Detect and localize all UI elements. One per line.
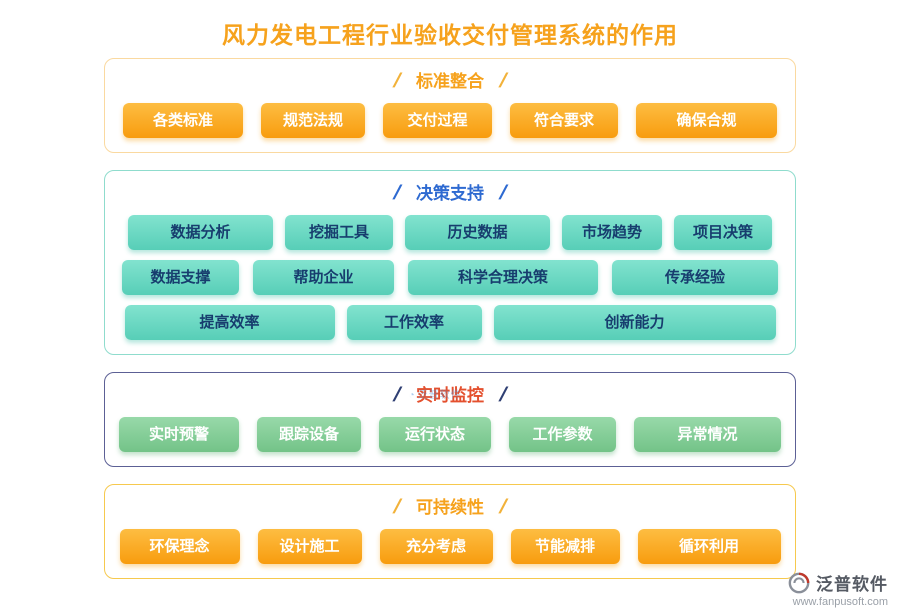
decision-chip[interactable]: 市场趋势 <box>562 215 662 250</box>
section-monitor: 泛普软件 /实时监控/ 实时预警 跟踪设备 运行状态 工作参数 异常情况 <box>104 372 796 467</box>
fanpu-logo-icon <box>788 572 810 593</box>
standards-chip[interactable]: 确保合规 <box>636 103 777 138</box>
standards-chip[interactable]: 交付过程 <box>383 103 492 138</box>
decision-chip-row: 提高效率 工作效率 创新能力 <box>117 305 783 340</box>
standards-chip[interactable]: 规范法规 <box>261 103 365 138</box>
decision-chip[interactable]: 挖掘工具 <box>285 215 393 250</box>
decision-chip[interactable]: 历史数据 <box>405 215 550 250</box>
decision-chip[interactable]: 科学合理决策 <box>408 260 598 295</box>
standards-chip-row: 各类标准 规范法规 交付过程 符合要求 确保合规 <box>117 103 783 138</box>
standards-chip[interactable]: 符合要求 <box>510 103 618 138</box>
sustain-chip[interactable]: 节能减排 <box>510 529 620 564</box>
sustain-chip[interactable]: 设计施工 <box>257 529 362 564</box>
section-title-text: 可持续性 <box>416 498 484 517</box>
slash-icon: / <box>392 384 402 406</box>
infographic-page: 风力发电工程行业验收交付管理系统的作用 / 标准整合 / 各类标准 规范法规 交付过… <box>0 16 900 616</box>
decision-chip[interactable]: 传承经验 <box>612 260 778 295</box>
section-sustain-title: / 可持续性 / <box>117 495 783 519</box>
monitor-chip[interactable]: 异常情况 <box>634 417 781 452</box>
slash-icon: / <box>498 70 508 92</box>
section-sustain: / 可持续性 / 环保理念 设计施工 充分考虑 节能减排 循环利用 <box>104 484 796 579</box>
section-title-text: 标准整合 <box>416 72 484 91</box>
sustain-chip[interactable]: 环保理念 <box>119 529 240 564</box>
section-monitor-title: 泛普软件 /实时监控/ <box>117 383 783 407</box>
slash-icon: / <box>392 70 402 92</box>
slash-icon: / <box>498 182 508 204</box>
decision-chip-row: 数据分析 挖掘工具 历史数据 市场趋势 项目决策 <box>117 215 783 250</box>
decision-chip[interactable]: 帮助企业 <box>253 260 394 295</box>
section-standards: / 标准整合 / 各类标准 规范法规 交付过程 符合要求 确保合规 <box>104 58 796 153</box>
section-decision-title: / 决策支持 / <box>117 181 783 205</box>
decision-chip-row: 数据支撑 帮助企业 科学合理决策 传承经验 <box>117 260 783 295</box>
section-title-text: 决策支持 <box>416 184 484 203</box>
section-title-text: 实时监控 <box>416 386 484 405</box>
decision-chip[interactable]: 项目决策 <box>674 215 772 250</box>
slash-icon: / <box>498 496 508 518</box>
monitor-chip[interactable]: 工作参数 <box>509 417 616 452</box>
monitor-chip[interactable]: 实时预警 <box>119 417 239 452</box>
decision-chip[interactable]: 数据支撑 <box>122 260 239 295</box>
section-decision: / 决策支持 / 数据分析 挖掘工具 历史数据 市场趋势 项目决策 数据支撑 帮助企… <box>104 170 796 355</box>
sustain-chip[interactable]: 充分考虑 <box>379 529 493 564</box>
slash-icon: / <box>498 384 508 406</box>
page-title: 风力发电工程行业验收交付管理系统的作用 <box>222 22 678 48</box>
slash-icon: / <box>392 496 402 518</box>
section-standards-title: / 标准整合 / <box>117 69 783 93</box>
decision-chip[interactable]: 创新能力 <box>493 305 776 340</box>
brand-name: 泛普软件 <box>816 575 888 594</box>
decision-chip[interactable]: 提高效率 <box>124 305 335 340</box>
brand-url[interactable]: www.fanpusoft.com <box>792 596 888 608</box>
monitor-chip[interactable]: 运行状态 <box>379 417 491 452</box>
slash-icon: / <box>392 182 402 204</box>
monitor-chip-row: 实时预警 跟踪设备 运行状态 工作参数 异常情况 <box>117 417 783 452</box>
footer-brand: 泛普软件 www.fanpusoft.com <box>788 570 888 608</box>
sustain-chip-row: 环保理念 设计施工 充分考虑 节能减排 循环利用 <box>117 529 783 564</box>
sustain-chip[interactable]: 循环利用 <box>637 529 781 564</box>
decision-chip[interactable]: 工作效率 <box>346 305 482 340</box>
monitor-chip[interactable]: 跟踪设备 <box>257 417 361 452</box>
decision-chip[interactable]: 数据分析 <box>128 215 273 250</box>
standards-chip[interactable]: 各类标准 <box>123 103 243 138</box>
